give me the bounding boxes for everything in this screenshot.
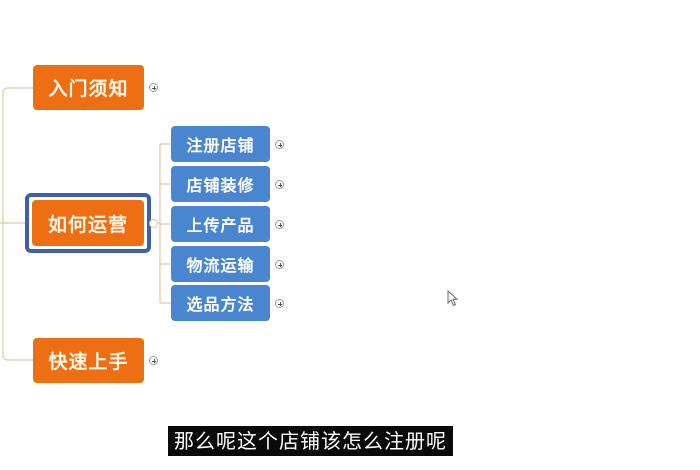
subtopic-label: 物流运输 — [186, 256, 255, 275]
subtopic-node-product-selection[interactable]: 选品方法 — [171, 285, 270, 321]
subtopic-node-store-decoration[interactable]: 店铺装修 — [171, 166, 270, 202]
topic-label: 如何运营 — [47, 213, 128, 236]
expand-icon[interactable] — [149, 83, 158, 92]
subtopic-node-upload-products[interactable]: 上传产品 — [171, 206, 270, 242]
subtopic-label: 注册店铺 — [186, 136, 255, 155]
mouse-pointer-icon — [447, 290, 459, 307]
subtopic-label: 上传产品 — [186, 216, 255, 235]
expand-icon[interactable] — [275, 140, 284, 149]
expand-icon[interactable] — [149, 356, 158, 365]
topic-node-quick-start[interactable]: 快速上手 — [33, 338, 144, 383]
topic-label: 快速上手 — [48, 351, 129, 373]
expand-icon[interactable] — [275, 260, 284, 269]
expand-icon[interactable] — [275, 180, 284, 189]
video-subtitle: 那么呢这个店铺该怎么注册呢 — [168, 426, 453, 456]
collapse-icon[interactable] — [149, 219, 158, 228]
expand-icon[interactable] — [275, 220, 284, 229]
topic-node-operations[interactable]: 如何运营 — [32, 200, 144, 246]
subtopic-label: 店铺装修 — [186, 176, 255, 195]
topic-node-getting-started[interactable]: 入门须知 — [33, 65, 144, 110]
subtopic-label: 选品方法 — [186, 295, 255, 314]
expand-icon[interactable] — [275, 299, 284, 308]
topic-label: 入门须知 — [48, 78, 129, 100]
subtopic-node-logistics[interactable]: 物流运输 — [171, 246, 270, 282]
topic-node-operations-selected[interactable]: 如何运营 — [25, 193, 151, 253]
subtopic-node-register-store[interactable]: 注册店铺 — [171, 126, 270, 162]
